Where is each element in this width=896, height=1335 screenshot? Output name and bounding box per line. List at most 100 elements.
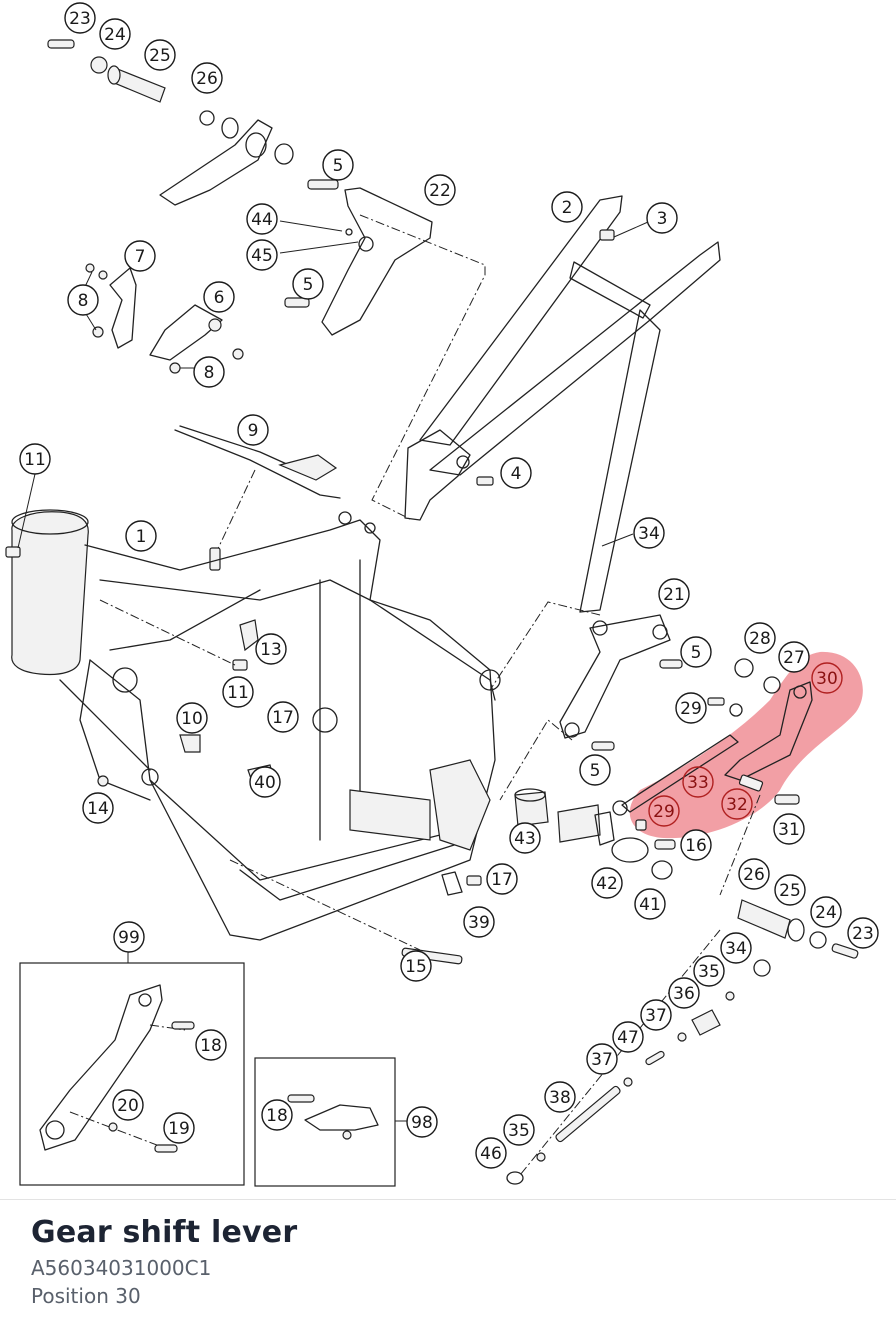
callout-circle	[249, 766, 281, 798]
callout-10: 10	[176, 702, 208, 734]
callout-14: 14	[82, 792, 114, 824]
callout-42: 42	[591, 867, 623, 899]
callout-label: 37	[591, 1050, 613, 1070]
callout-circle	[774, 874, 806, 906]
callout-16: 16	[680, 829, 712, 861]
callout-label: 18	[266, 1106, 288, 1126]
cable-assembly	[174, 425, 341, 571]
callout-23: 23	[847, 917, 879, 949]
linkage	[489, 601, 683, 801]
callout-20: 20	[112, 1089, 144, 1121]
callout-label: 19	[168, 1119, 190, 1139]
callout-circle	[648, 795, 680, 827]
callout-11: 11	[222, 676, 254, 708]
callout-label: 27	[783, 648, 805, 668]
callout-circle	[261, 1099, 293, 1131]
callout-7: 7	[124, 240, 156, 272]
callout-5: 5	[579, 754, 611, 786]
callout-label: 36	[673, 984, 695, 1004]
callout-circle	[144, 39, 176, 71]
callout-34: 34	[720, 932, 752, 964]
callout-circle	[203, 281, 235, 313]
callout-5: 5	[680, 636, 712, 668]
callout-45: 45	[246, 239, 278, 271]
callout-28: 28	[744, 622, 776, 654]
callout-circle	[675, 692, 707, 724]
callout-circle	[509, 822, 541, 854]
callout-circle	[646, 202, 678, 234]
callout-label: 2	[562, 198, 573, 218]
callout-label: 22	[429, 181, 451, 201]
callout-circle	[222, 676, 254, 708]
callout-46: 46	[475, 1137, 507, 1169]
footrest-bracket	[284, 179, 486, 521]
callout-circle	[400, 950, 432, 982]
callout-11: 11	[19, 443, 51, 475]
callout-label: 13	[260, 640, 282, 660]
callout-circle	[693, 955, 725, 987]
callout-circle	[721, 788, 753, 820]
callout-label: 33	[687, 773, 709, 793]
callout-circle	[67, 284, 99, 316]
callout-circle	[424, 174, 456, 206]
callout-36: 36	[668, 977, 700, 1009]
callout-circle	[255, 633, 287, 665]
callout-1: 1	[125, 520, 157, 552]
callout-23: 23	[64, 2, 96, 34]
callout-circle	[811, 662, 843, 694]
part-title: Gear shift lever	[31, 1215, 298, 1250]
callout-37: 37	[586, 1043, 618, 1075]
callout-6: 6	[203, 281, 235, 313]
callout-26: 26	[191, 62, 223, 94]
callout-40: 40	[249, 766, 281, 798]
callout-label: 39	[468, 913, 490, 933]
callout-circle	[113, 921, 145, 953]
callout-label: 29	[653, 802, 675, 822]
callout-circle	[99, 18, 131, 50]
detail-box-98	[254, 1057, 410, 1187]
callout-29: 29	[648, 795, 680, 827]
callout-label: 30	[816, 669, 838, 689]
shift-lever-top-assembly	[47, 39, 294, 206]
callout-circle	[486, 863, 518, 895]
callout-19: 19	[163, 1112, 195, 1144]
callout-35: 35	[503, 1114, 535, 1146]
callout-label: 5	[691, 643, 702, 663]
callout-label: 34	[638, 524, 660, 544]
callout-label: 23	[69, 9, 91, 29]
callout-label: 25	[149, 46, 171, 66]
callout-label: 6	[214, 288, 225, 308]
callout-13: 13	[255, 633, 287, 665]
callout-label: 45	[251, 246, 273, 266]
callout-30: 30	[811, 662, 843, 694]
callout-circle	[591, 867, 623, 899]
callout-17: 17	[486, 863, 518, 895]
callout-label: 11	[24, 450, 46, 470]
callout-circle	[586, 1043, 618, 1075]
callout-circle	[267, 701, 299, 733]
main-frame	[5, 509, 501, 965]
callout-24: 24	[99, 18, 131, 50]
footer-divider	[0, 1199, 896, 1200]
callout-5: 5	[322, 149, 354, 181]
callout-26: 26	[738, 858, 770, 890]
callout-circle	[163, 1112, 195, 1144]
callout-label: 3	[657, 209, 668, 229]
callout-circle	[744, 622, 776, 654]
callout-circle	[720, 932, 752, 964]
callout-circle	[246, 203, 278, 235]
callout-35: 35	[693, 955, 725, 987]
callout-label: 17	[272, 708, 294, 728]
callout-4: 4	[500, 457, 532, 489]
callout-label: 26	[743, 865, 765, 885]
callout-label: 21	[663, 585, 685, 605]
callout-circle	[810, 896, 842, 928]
callout-label: 1	[136, 527, 147, 547]
callout-39: 39	[463, 906, 495, 938]
callout-41: 41	[634, 888, 666, 920]
callout-15: 15	[400, 950, 432, 982]
shift-shaft-parts	[506, 899, 859, 1185]
brake-brackets	[85, 263, 244, 374]
callout-label: 17	[491, 870, 513, 890]
callout-circle	[682, 766, 714, 798]
